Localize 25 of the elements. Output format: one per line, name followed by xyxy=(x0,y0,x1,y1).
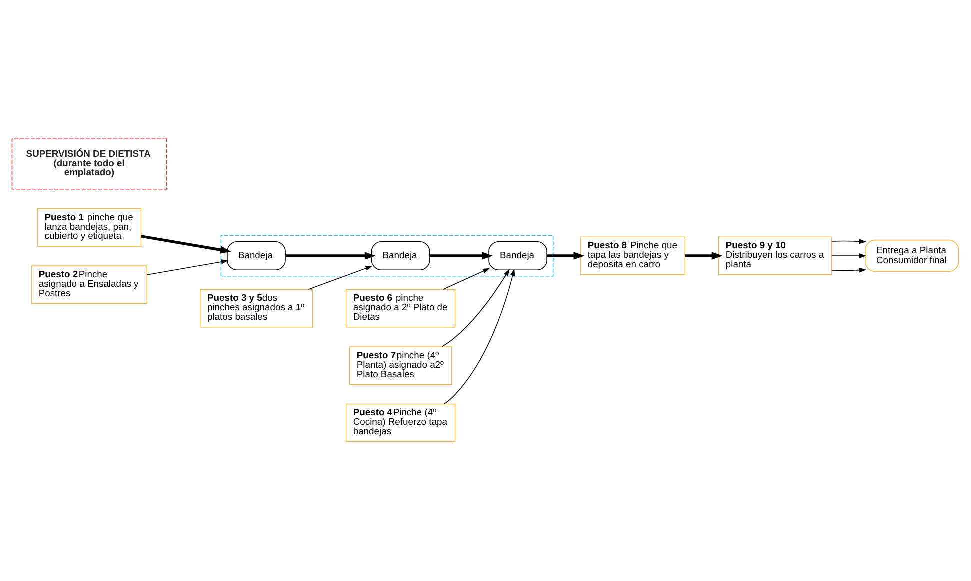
arrow xyxy=(286,252,376,260)
node-box: Puesto 4Pinche (4º Cocina) Refuerzo tapa bandejas xyxy=(346,404,456,442)
node-box: SUPERVISIÓN DE DIETISTA (durante todo el emplatado) xyxy=(12,138,168,190)
arrow xyxy=(442,269,510,348)
arrow xyxy=(444,268,516,405)
node-box: Bandeja xyxy=(488,241,548,270)
arrow xyxy=(831,254,867,258)
node-box: Entrega a Planta Consumidor final xyxy=(865,240,960,272)
arrow xyxy=(146,260,228,276)
node-box: Puesto 7pinche (4º Planta) asignado a2º Plato Basales xyxy=(349,346,452,385)
node-box: Puesto 6 pinche asignado a 2º Plato de Dietas xyxy=(346,289,456,328)
node-box: Puesto 2Pinche asignado a Ensaladas y Postres xyxy=(31,266,148,304)
arrow xyxy=(831,239,867,244)
arrow xyxy=(141,235,232,254)
arrow xyxy=(547,252,585,260)
node-box: Puesto 8 Pinche que tapa las bandejas y deposita en carro xyxy=(580,236,686,276)
arrow xyxy=(430,252,493,260)
arrow xyxy=(685,252,723,260)
node-box: Puesto 3 y 5dos pinches asignados a 1º platos basales xyxy=(200,289,313,328)
arrow xyxy=(308,266,373,290)
node-box: Puesto 9 y 10 Distribuyen los carros a planta xyxy=(718,236,832,276)
node-box: Bandeja xyxy=(371,241,430,270)
node-box: Puesto 1 pinche que lanza bandejas, pan, cubierto y etiqueta xyxy=(37,208,142,247)
arrow xyxy=(831,268,867,273)
node-box: Bandeja xyxy=(227,241,286,270)
